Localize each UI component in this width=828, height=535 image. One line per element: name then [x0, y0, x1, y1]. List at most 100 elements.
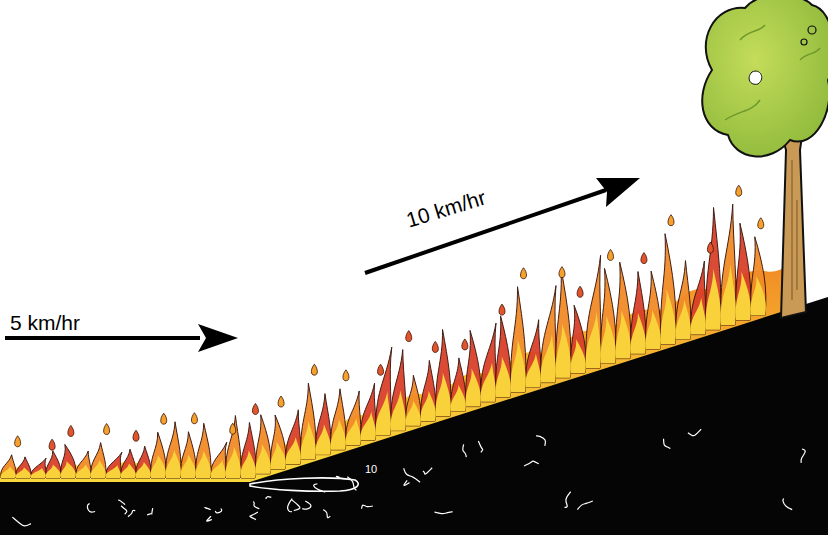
- flame-spark: [191, 413, 197, 424]
- flame-tongue: [616, 262, 631, 358]
- flame-tongue: [91, 443, 106, 478]
- flame-tongue: [691, 261, 706, 335]
- flame-core: [691, 298, 706, 335]
- arrow-shaft: [5, 336, 200, 340]
- flame-spark: [104, 424, 110, 435]
- flame-tongue: [571, 305, 586, 373]
- flame-spark: [68, 425, 74, 436]
- flame-tongue: [256, 415, 271, 474]
- ground-crack: [423, 468, 432, 474]
- flame-spark: [49, 439, 55, 450]
- flame-core: [301, 421, 316, 459]
- tree: [702, 0, 828, 318]
- flame-core: [1, 466, 16, 478]
- flame-tongue: [241, 422, 256, 478]
- flame-tongue: [361, 383, 376, 440]
- ground-crack: [463, 444, 466, 457]
- flame-spark: [559, 267, 565, 278]
- flame-core: [121, 464, 136, 478]
- flame-tongue: [421, 360, 436, 421]
- ground-crack: [536, 436, 545, 446]
- flame-spark: [252, 403, 258, 414]
- flame-core: [646, 310, 661, 349]
- flame-tongue: [661, 234, 676, 345]
- flame-spark: [707, 242, 713, 253]
- flame-tongue: [721, 204, 736, 325]
- flame-core: [241, 450, 256, 478]
- flame-spark: [577, 286, 583, 297]
- flame-core: [376, 391, 391, 435]
- flame-core: [76, 464, 91, 478]
- canopy-detail: [808, 26, 816, 34]
- flame-tongue: [316, 394, 331, 455]
- flame-spark: [406, 331, 412, 342]
- flame-tongue: [601, 268, 616, 363]
- flame-tongue: [151, 432, 166, 478]
- flame-tongue: [106, 452, 122, 478]
- flame-core: [61, 461, 76, 478]
- flame-core: [151, 455, 166, 478]
- flame-tongue: [16, 457, 31, 478]
- burnt-ground: [0, 297, 828, 535]
- arrow-head: [198, 324, 238, 352]
- flame-tongue: [196, 423, 211, 478]
- flame-core: [271, 442, 286, 469]
- ground-crack: [147, 508, 153, 515]
- flame-tongue: [121, 449, 136, 478]
- ground-crack: [205, 507, 211, 509]
- ground-crack: [577, 501, 592, 510]
- ground-crack: [250, 512, 258, 519]
- flame-core: [586, 312, 601, 368]
- flame-tongue: [226, 416, 241, 478]
- flame-core: [31, 468, 46, 478]
- flame-core: [601, 316, 616, 364]
- flame-tongue: [586, 255, 601, 368]
- flame-core: [616, 310, 631, 358]
- flame-core: [676, 300, 691, 339]
- flame-tongue: [301, 383, 316, 459]
- flame-core: [736, 272, 751, 321]
- flame-core: [361, 412, 376, 441]
- flame-tongue: [451, 358, 466, 412]
- ground-crack: [434, 512, 452, 514]
- wind-arrow-slope: [365, 178, 640, 273]
- flame-core: [406, 401, 421, 426]
- flame-spark: [499, 304, 505, 315]
- flame-tongue: [436, 329, 451, 416]
- slope-angle-mark: [250, 478, 358, 491]
- flame-spark: [133, 430, 139, 441]
- flame-spark: [758, 218, 764, 229]
- wind-speed-label: 10 km/hr: [403, 186, 488, 233]
- flame-core: [316, 424, 331, 454]
- ground-crack: [12, 517, 31, 526]
- flame-core: [466, 369, 481, 407]
- flame-core: [451, 385, 466, 412]
- flame-core: [226, 447, 241, 478]
- flame-tongue: [751, 237, 766, 316]
- flame-core: [496, 356, 511, 397]
- flame-core: [481, 362, 496, 401]
- ground-crack: [128, 510, 135, 516]
- flame-spark: [278, 396, 284, 407]
- flame-core: [106, 465, 121, 478]
- flame-tongue: [181, 432, 196, 478]
- bark-lines: [792, 160, 797, 300]
- flame-core: [436, 373, 451, 416]
- flame-core: [751, 276, 766, 315]
- flame-tongue: [526, 320, 541, 388]
- flame-tongue: [406, 375, 421, 426]
- flame-tongue: [76, 451, 91, 478]
- flame-tongue: [211, 442, 227, 478]
- flame-spark: [343, 370, 349, 381]
- flame-core: [556, 324, 571, 378]
- flame-core: [166, 450, 181, 478]
- ground-crack: [302, 501, 311, 509]
- flame-tongue: [511, 287, 526, 393]
- flame-spark: [432, 341, 438, 352]
- flame-spark: [641, 253, 647, 264]
- ground-crack: [118, 500, 125, 505]
- flame-core: [211, 460, 226, 478]
- flame-tongue: [166, 422, 181, 478]
